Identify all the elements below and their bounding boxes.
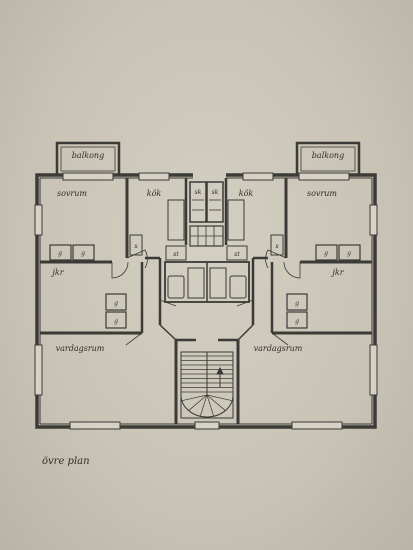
label-wardrobe-5: g [114,300,118,307]
label-shaft-left: sk [195,189,202,196]
stair-winder [206,394,233,402]
label-wardrobe-1: g [58,250,62,257]
label-wardrobe-6: g [114,318,118,325]
label-bedroom-left: sovrum [57,189,87,198]
label-balcony-left: balkong [72,151,104,160]
label-hall-right: jkr [330,268,344,277]
label-wardrobe-8: g [295,318,299,325]
central-bathrooms [164,261,250,303]
label-wardrobe-7: g [295,300,299,307]
stair-winder [206,394,226,411]
label-cabinet-left: s [134,243,137,250]
chimney-shafts [189,181,224,247]
stair-winder [181,394,208,402]
label-stove-right: st [234,251,240,258]
label-balcony-right: balkong [312,151,344,160]
stair-arrow [216,366,224,388]
stair-winder [199,394,208,417]
label-hall-left: jkr [50,268,64,277]
label-shaft-right: sk [212,189,219,196]
door-swings [111,249,301,346]
windows [34,172,378,430]
kitchen-fixtures [129,199,284,261]
label-kitchen-right: kök [239,189,254,198]
plan-caption: övre plan [42,456,90,467]
label-kitchen-left: kök [147,189,162,198]
stair-winder [206,394,215,417]
staircase [180,351,234,419]
label-cabinet-right: s [275,243,278,250]
label-wardrobe-3: g [324,250,328,257]
label-bedroom-right: sovrum [307,189,337,198]
label-living-right: vardagsrum [254,344,303,353]
label-stove-left: st [173,251,179,258]
interior-walls [40,178,372,424]
wardrobes [49,244,361,329]
label-wardrobe-2: g [81,250,85,257]
stair-winder [188,394,208,411]
label-wardrobe-4: g [347,250,351,257]
label-living-left: vardagsrum [56,344,105,353]
